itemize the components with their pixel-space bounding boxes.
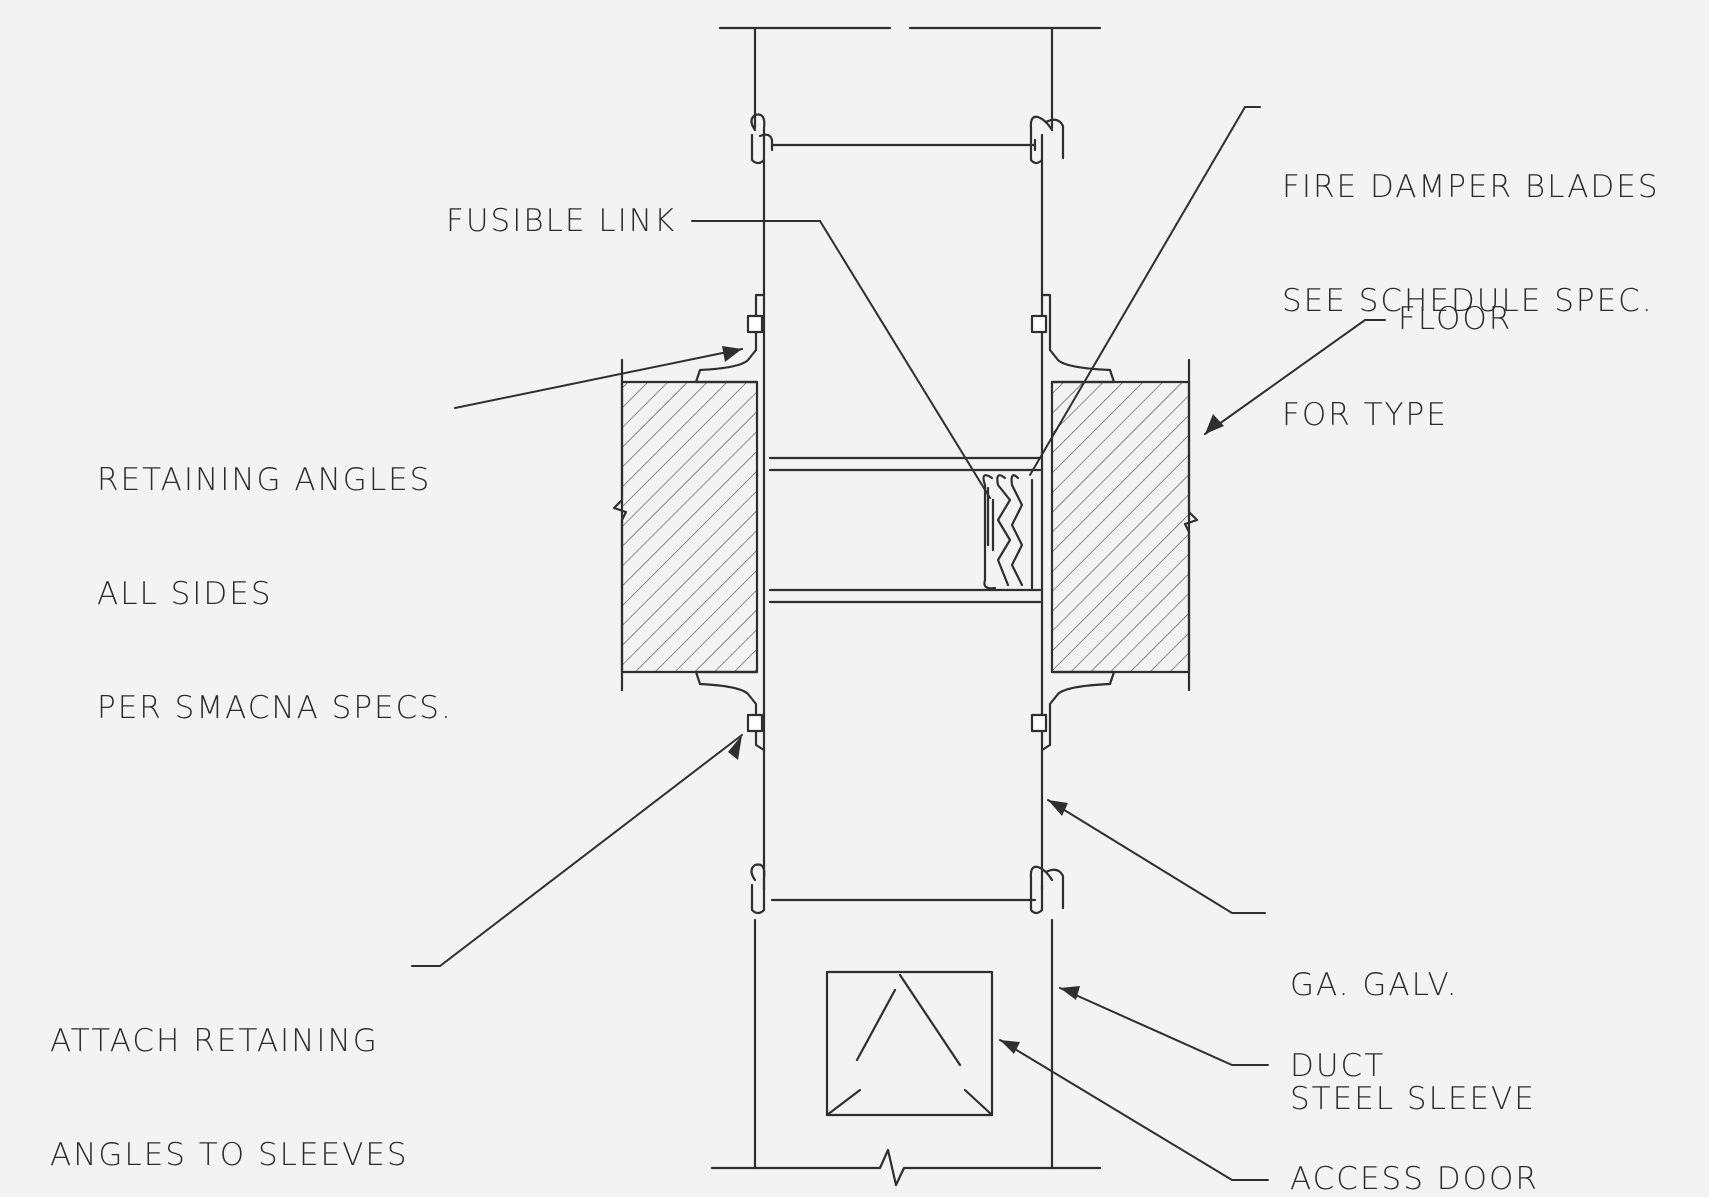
retaining-angles-line-2: ALL SIDES [97,576,273,612]
arrowhead-retaining-angles [722,346,742,362]
damper-frame [768,456,1042,604]
leader-floor [1204,319,1386,435]
retaining-angle-bottom-right [1030,670,1116,752]
floor-label: FLOOR [1398,301,1513,337]
damper-blades [982,474,1034,590]
fire-damper-blades-line-2: SEE SCHEDULE SPEC. [1282,283,1654,319]
arrowhead-attach-retaining [728,735,742,760]
leader-retaining-angles [454,348,743,409]
retaining-angle-top-right [1030,293,1116,384]
retaining-angles-line-1: RETAINING ANGLES [97,462,432,498]
access-door-label: ACCESS DOOR [1290,1161,1539,1197]
leader-fire-damper-blades [1029,106,1261,476]
arrowhead-access-door [1000,1040,1020,1054]
arrowhead-steel-sleeve [1048,800,1068,816]
upper-duct [753,26,1054,130]
attach-retaining-line-1: ATTACH RETAINING [50,1023,379,1059]
retaining-angles-label: RETAINING ANGLES ALL SIDES PER SMACNA SP… [97,385,453,765]
leader-fusible-link [691,220,991,499]
steel-sleeve-label: GA. GALV. STEEL SLEEVE [1290,890,1536,1156]
lower-slip-joint [750,863,1065,915]
arrowhead-duct [1060,986,1080,1000]
steel-sleeve [762,158,1044,892]
leader-access-door [999,1039,1269,1181]
retaining-angle-bottom-left [694,670,766,752]
leader-duct [1059,987,1269,1066]
steel-sleeve-line-1: GA. GALV. [1290,967,1459,1003]
attach-retaining-line-2: ANGLES TO SLEEVES [50,1137,409,1173]
floor-slab-left [612,358,759,692]
fire-damper-blades-line-1: FIRE DAMPER BLADES [1282,169,1660,205]
duct-label: DUCT [1290,1048,1386,1084]
bottom-break-line [710,1148,1102,1187]
fusible-link-label: FUSIBLE LINK [446,203,677,239]
fire-damper-blades-line-3: FOR TYPE [1282,397,1448,433]
floor-slab-right [1050,358,1199,692]
leader-attach-retaining [411,734,743,967]
retaining-angle-top-left [694,293,766,384]
upper-slip-joint [750,113,1065,165]
retaining-angles-line-3: PER SMACNA SPECS. [97,690,453,726]
access-door [825,970,994,1117]
arrowhead-floor [1205,414,1224,434]
steel-sleeve-line-2: STEEL SLEEVE [1290,1081,1536,1117]
attach-retaining-angles-label: ATTACH RETAINING ANGLES TO SLEEVES [50,946,409,1197]
leader-steel-sleeve [1047,799,1266,914]
lower-duct [753,918,1054,1170]
fire-damper-blades-label: FIRE DAMPER BLADES SEE SCHEDULE SPEC. FO… [1282,92,1660,472]
